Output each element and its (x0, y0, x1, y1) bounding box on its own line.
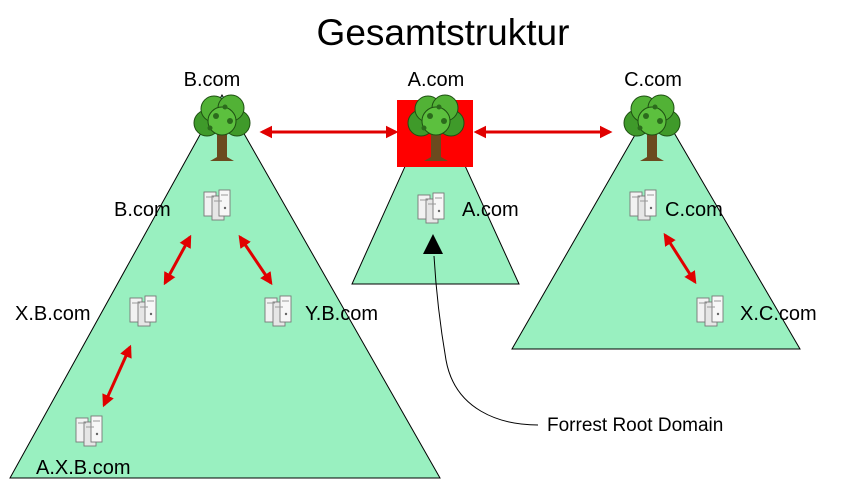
trust-arrow-b-xb (163, 234, 192, 286)
domain-label-b: B.com (114, 199, 171, 221)
forest-root-callout: Forrest Root Domain (547, 415, 723, 436)
tree-c-top-label: C.com (624, 69, 682, 91)
callout-connector (433, 255, 539, 426)
callout-pointer (423, 234, 443, 254)
domain-label-y-b: Y.B.com (305, 303, 378, 325)
domain-label-c: C.com (665, 199, 723, 221)
tree-a-triangle (351, 98, 520, 285)
trust-arrow-c-xc (663, 232, 697, 285)
tree-b-top-label: B.com (184, 69, 241, 91)
domain-label-x-c: X.C.com (740, 303, 817, 325)
trust-arrow-xb-axb (102, 344, 132, 408)
domain-label-a-x-b: A.X.B.com (36, 457, 130, 479)
tree-c-triangle (511, 99, 801, 350)
domain-label-a: A.com (462, 199, 519, 221)
trust-arrow-b-yb (238, 234, 273, 286)
tree-a-top-label: A.com (408, 69, 465, 91)
diagram-title: Gesamtstruktur (317, 12, 570, 53)
domain-label-x-b: X.B.com (15, 303, 91, 325)
